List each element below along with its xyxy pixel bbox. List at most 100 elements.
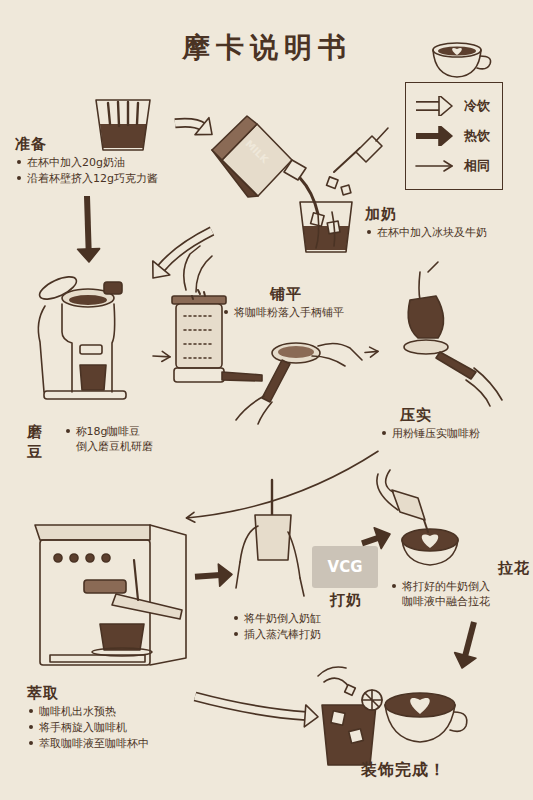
- dosing-grinder: [184, 316, 214, 358]
- arrow-shaft: [365, 351, 378, 352]
- step-bullet: 在杯中加入冰块及牛奶: [377, 225, 487, 240]
- step-text: 准备在杯中加入20g奶油沿着杯壁挤入12g巧克力酱: [15, 134, 175, 186]
- flow-arrow: [365, 347, 378, 357]
- legend-swatch: [412, 126, 456, 146]
- tamper-hands: [436, 352, 476, 379]
- watermark: VCG: [312, 546, 378, 588]
- step-bullet-row: 将牛奶倒入奶缸: [232, 611, 362, 626]
- legend-text: 冷饮: [464, 97, 490, 115]
- espresso-machine: [84, 580, 126, 593]
- milk-pitcher-hands: [236, 480, 304, 596]
- legend-arrow: [416, 96, 452, 116]
- coffee-grinder: [38, 306, 45, 392]
- finished-drinks: [322, 705, 376, 765]
- step-node: 拉花将打好的牛奶倒入 咖啡液中融合拉花: [390, 462, 530, 622]
- latte-art-cup: [392, 490, 425, 520]
- bullet-dot: [17, 176, 21, 180]
- cup-icon: [477, 56, 491, 69]
- legend-swatch: [412, 96, 456, 116]
- cup-icon: [438, 47, 476, 56]
- flow-arrow: [153, 351, 170, 361]
- espresso-machine: [35, 525, 186, 665]
- step-node: 铺平将咖啡粉落入手柄铺平: [170, 280, 365, 425]
- finished-drinks: [331, 711, 345, 725]
- espresso-machine: [134, 560, 138, 600]
- arrow-shaft-inner: [416, 103, 440, 110]
- arrow-shaft: [160, 231, 212, 269]
- bullet-dot: [66, 429, 70, 433]
- legend-row: 冷饮: [412, 91, 496, 121]
- step-bullet: 沿着杯壁挤入12g巧克力酱: [27, 171, 158, 186]
- step-text: 打奶将牛奶倒入奶缸插入蒸汽棒打奶: [232, 590, 362, 642]
- finished-drinks: [410, 698, 430, 714]
- arrow-head: [218, 564, 232, 586]
- cup-icon: [433, 43, 491, 77]
- arrow-shaft: [362, 538, 379, 544]
- latte-art-cup: [377, 470, 398, 510]
- glass-prep: [96, 100, 150, 150]
- glass-milk: [300, 202, 352, 252]
- step-node: 磨豆称18g咖啡豆 倒入磨豆机研磨: [25, 262, 153, 462]
- bullet-dot: [234, 616, 238, 620]
- step-bullet-row: 将打好的牛奶倒入 咖啡液中融合拉花: [390, 579, 530, 609]
- arrow-head: [187, 512, 195, 522]
- espresso-machine: [70, 554, 78, 562]
- milk-carton: [284, 160, 306, 180]
- flow-arrow: [78, 196, 100, 262]
- arrow-shaft-inner: [195, 697, 306, 717]
- bullet-dot: [29, 709, 33, 713]
- tamper-hands: [408, 296, 443, 338]
- step-bullet-row: 用粉锤压实咖啡粉: [380, 426, 530, 441]
- dosing-grinder: [222, 372, 262, 381]
- portafilter-hands: [278, 346, 314, 358]
- glass-milk: [303, 226, 349, 250]
- glass-milk: [316, 212, 335, 248]
- coffee-grinder: [69, 295, 107, 305]
- espresso-machine: [86, 554, 94, 562]
- milk-pitcher-hands: [240, 526, 300, 578]
- step-bullet: 用粉锤压实咖啡粉: [392, 426, 480, 441]
- dosing-grinder: [174, 368, 224, 382]
- flow-arrow: [187, 451, 379, 522]
- coffee-grinder: [104, 282, 122, 294]
- milk-carton: [341, 185, 351, 195]
- portafilter-hands: [272, 343, 320, 363]
- espresso-machine: [102, 554, 110, 562]
- milk-pitcher-hands: [236, 562, 304, 596]
- espresso-machine: [100, 624, 144, 650]
- arrow-head: [439, 96, 452, 116]
- cup-icon: [433, 43, 481, 57]
- step-text: 萃取咖啡机出水预热将手柄旋入咖啡机萃取咖啡液至咖啡杯中: [27, 683, 195, 751]
- step-text: 铺平将咖啡粉落入手柄铺平: [222, 284, 365, 320]
- portafilter-hands: [236, 343, 362, 424]
- step-bullet: 将手柄旋入咖啡机: [39, 720, 127, 735]
- step-heading: 萃取: [27, 683, 195, 703]
- arrow-head: [153, 261, 170, 278]
- milk-carton: [300, 178, 318, 214]
- portafilter-hands: [262, 360, 290, 402]
- step-bullet-row: 在杯中加入冰块及牛奶: [365, 225, 530, 240]
- milk-carton: [376, 128, 388, 141]
- step-bullet-row: 咖啡机出水预热: [27, 704, 195, 719]
- legend-arrow: [416, 161, 452, 171]
- step-text: 加奶在杯中加入冰块及牛奶: [365, 204, 530, 240]
- latte-art-cup: [424, 520, 428, 532]
- arrow-shaft: [416, 133, 440, 139]
- arrow-head: [439, 126, 452, 146]
- flow-arrow: [175, 118, 212, 135]
- legend-arrow: [416, 126, 452, 146]
- legend-row: 热饮: [412, 121, 496, 151]
- arrow-shaft: [195, 697, 306, 717]
- arrow-shaft: [465, 622, 474, 657]
- step-bullet-row: 萃取咖啡液至咖啡杯中: [27, 736, 195, 751]
- espresso-machine: [54, 554, 62, 562]
- coffee-grinder: [36, 272, 126, 399]
- milk-carton: [327, 177, 339, 189]
- legend-text: 相同: [464, 157, 490, 175]
- portafilter-hands: [236, 396, 272, 424]
- step-bullet-row: 在杯中加入20g奶油: [15, 155, 175, 170]
- glass-milk: [300, 202, 352, 252]
- bullet-dot: [17, 160, 21, 164]
- step-bullet: 插入蒸汽棒打奶: [244, 627, 321, 642]
